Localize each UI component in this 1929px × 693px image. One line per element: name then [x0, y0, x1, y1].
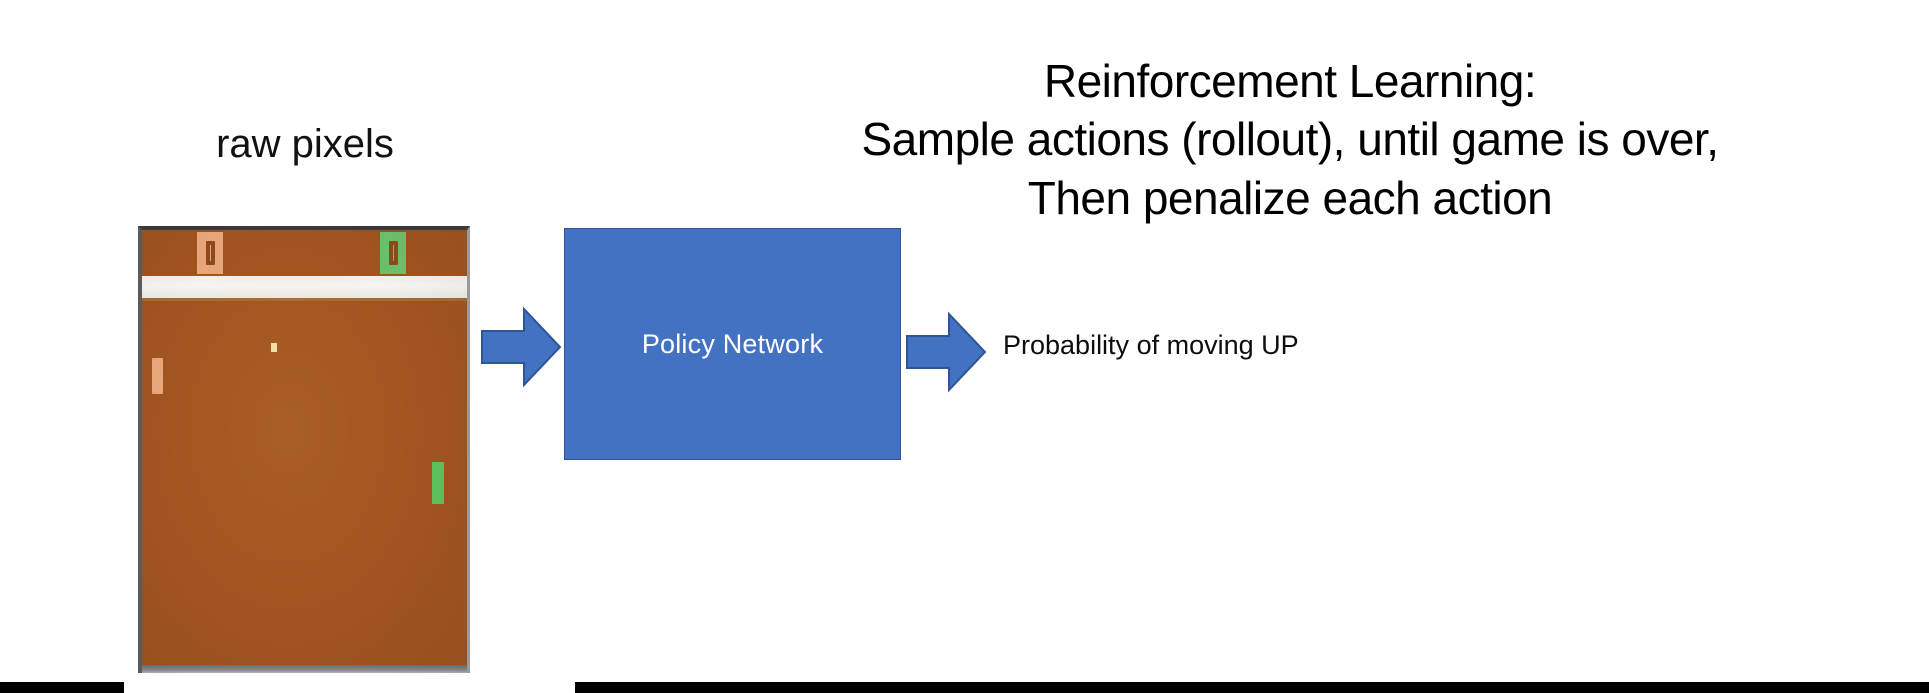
pong-paddle-left [152, 358, 163, 394]
pong-scorebar [142, 230, 467, 276]
pong-divider-shadow [142, 298, 467, 301]
output-probability-label: Probability of moving UP [1003, 330, 1299, 360]
bottom-bar-left [0, 682, 124, 693]
pong-score-right [380, 232, 406, 274]
bottom-bar-right [575, 682, 1929, 693]
right-arrow-icon [905, 310, 987, 399]
raw-pixels-caption: raw pixels [216, 122, 394, 166]
right-arrow-icon [480, 305, 562, 394]
headline-line-3: Then penalize each action [1027, 171, 1553, 224]
digit-zero-glyph [205, 241, 215, 265]
policy-network-box[interactable]: Policy Network [564, 228, 901, 460]
pong-game-screenshot [138, 226, 470, 673]
pong-divider-band [142, 276, 467, 298]
pong-score-left [197, 232, 223, 274]
slide-headline: Reinforcement Learning: Sample actions (… [700, 52, 1880, 227]
headline-line-1: Reinforcement Learning: [1043, 55, 1537, 107]
headline-line-2: Sample actions (rollout), until game is … [861, 113, 1719, 166]
digit-zero-glyph [388, 241, 398, 265]
policy-network-label: Policy Network [641, 328, 824, 359]
pong-paddle-right [432, 462, 444, 504]
pong-frame-bottom-edge [142, 665, 467, 673]
pong-ball [271, 343, 277, 352]
